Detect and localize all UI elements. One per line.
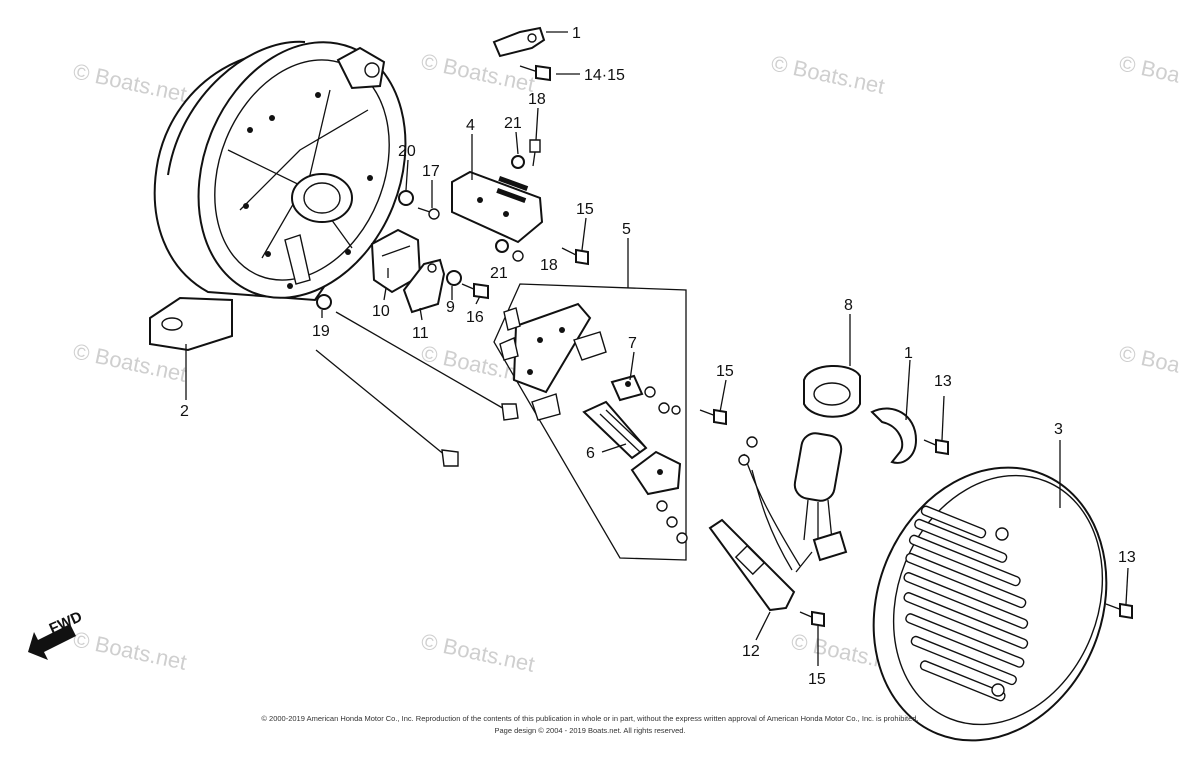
copyright-footer: © 2000-2019 American Honda Motor Co., In… (261, 714, 918, 735)
bolt-part-13-upper (923, 438, 949, 456)
label-part-13: 13 (1118, 549, 1136, 566)
label-part-6: 6 (586, 445, 595, 462)
label-part-10: 10 (372, 303, 390, 320)
watermark: © Boats.net (419, 628, 537, 676)
holder-part-5b (630, 450, 682, 496)
copyright-line-2: Page design © 2004 - 2019 Boats.net. All… (494, 726, 685, 735)
brush-holder-part-4 (451, 170, 544, 244)
label-part-18: 18 (528, 91, 546, 108)
leader-lines (185, 31, 1129, 666)
bracket-part-1-lower (870, 407, 918, 464)
terminal-plate-part-5 (499, 302, 607, 421)
label-part-9: 9 (446, 299, 455, 316)
label-part-15: 15 (576, 201, 594, 218)
regulator-part-12 (708, 432, 848, 612)
screw-part-17 (417, 207, 440, 220)
label-part-7: 7 (628, 335, 637, 352)
label-part-20: 20 (398, 143, 416, 160)
label-part-2: 2 (180, 403, 189, 420)
label-part-14-15: 14·15 (584, 67, 625, 84)
bolt-part-14-15 (519, 64, 551, 82)
washer-part-9 (446, 270, 462, 286)
screw-part-18 (529, 139, 541, 167)
label-part-12: 12 (742, 643, 760, 660)
bolt-part-15-lower (799, 610, 825, 628)
nut-part-20 (398, 190, 414, 206)
bolt-part-13-lower (1105, 602, 1133, 620)
assembly-part-5-outline (493, 283, 687, 561)
spring-part-7 (610, 374, 644, 402)
bracket-part-11 (402, 258, 446, 314)
through-bolts (315, 311, 519, 467)
screw-part-18-lower (512, 250, 524, 262)
gasket-part-8 (803, 364, 861, 418)
bolt-part-16 (461, 282, 489, 300)
label-part-17: 17 (422, 163, 440, 180)
label-part-13: 13 (934, 373, 952, 390)
label-part-3: 3 (1054, 421, 1063, 438)
small-nuts (644, 386, 688, 544)
label-part-15: 15 (716, 363, 734, 380)
bolt-part-15-upper (561, 247, 589, 266)
watermark: © Boats.net (1117, 50, 1180, 98)
part-labels: 1 14·15 18 4 21 20 17 15 5 21 18 9 16 10… (180, 25, 1136, 688)
washer-part-21-lower (495, 239, 509, 253)
label-part-19: 19 (312, 323, 330, 340)
block-part-10 (370, 228, 422, 294)
label-part-8: 8 (844, 297, 853, 314)
label-part-15: 15 (808, 671, 826, 688)
label-part-21: 21 (490, 265, 508, 282)
washer-part-19 (316, 294, 332, 310)
bracket-part-1-top (492, 26, 546, 58)
grille-slots (903, 505, 1029, 702)
watermark: © Boats.net (1117, 340, 1180, 388)
label-part-18: 18 (540, 257, 558, 274)
label-part-1: 1 (572, 25, 581, 42)
watermark: © Boats.net (71, 58, 189, 106)
label-part-4: 4 (466, 117, 475, 134)
copyright-line-1: © 2000-2019 American Honda Motor Co., In… (261, 714, 918, 723)
label-part-16: 16 (466, 309, 484, 326)
label-part-11: 11 (412, 325, 429, 342)
label-part-5: 5 (622, 221, 631, 238)
washer-part-21 (511, 155, 525, 169)
watermark: © Boats.net (769, 50, 887, 98)
label-part-1: 1 (904, 345, 913, 362)
watermark: © Boats.net (419, 48, 537, 96)
end-cover-part-3 (872, 466, 1108, 742)
watermark: © Boats.net (71, 626, 189, 674)
brush-part-6 (582, 400, 648, 460)
housing-part-2 (149, 40, 407, 352)
bolt-part-15-middle (699, 408, 727, 426)
label-part-21: 21 (504, 115, 522, 132)
